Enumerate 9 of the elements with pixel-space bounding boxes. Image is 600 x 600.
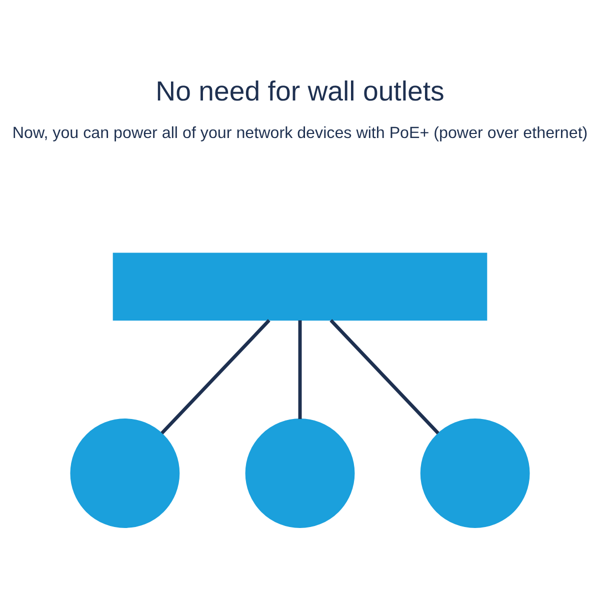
- node-circle: [420, 418, 530, 528]
- node-circle: [70, 418, 180, 528]
- node-box: [112, 252, 488, 320]
- node-circle: [245, 418, 355, 528]
- connector: [298, 320, 302, 418]
- label: Now, you can power all of your network devices with PoE+ (power over ethernet): [12, 123, 588, 142]
- connector: [330, 318, 440, 434]
- connector: [160, 318, 270, 434]
- diagram-title: No need for wall outlets: [156, 74, 444, 106]
